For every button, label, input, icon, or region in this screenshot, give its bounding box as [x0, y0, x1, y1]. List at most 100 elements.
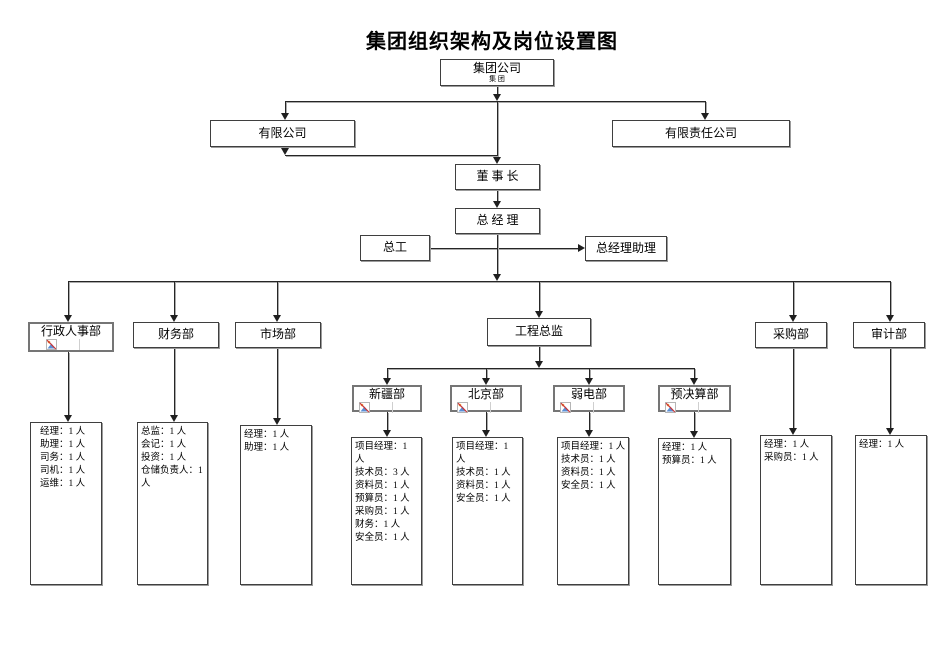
- staff-line: 司机：1 人: [40, 466, 86, 476]
- connector-line: [793, 348, 794, 430]
- connector-line: [486, 368, 487, 378]
- connector-line: [497, 101, 498, 157]
- staff-line: 会记：1 人: [141, 440, 187, 450]
- node-chairman[interactable]: 董 事 长: [455, 164, 540, 190]
- staff-line: 项目经理：1 人: [561, 442, 626, 452]
- staff-line: 助理：1 人: [40, 440, 86, 450]
- staff-box-finance[interactable]: 总监：1 人会记：1 人投资：1 人仓储负责人：1 人: [137, 422, 208, 585]
- staff-line: 总监：1 人: [141, 427, 187, 437]
- connector-line: [285, 101, 286, 113]
- arrowhead-down-icon: [64, 315, 72, 322]
- staff-box-audit[interactable]: 经理：1 人: [855, 435, 927, 585]
- staff-line: 技术员：3 人: [355, 468, 410, 478]
- arrowhead-down-icon: [535, 361, 543, 368]
- node-finance-dept[interactable]: 财务部: [133, 322, 219, 348]
- connector-line: [694, 368, 695, 378]
- node-beijing-dept[interactable]: 北京部: [450, 385, 522, 413]
- node-label: 采购部: [772, 327, 809, 342]
- staff-line: 司务：1 人: [40, 453, 86, 463]
- node-label: 行政人事部: [40, 324, 101, 338]
- connector-line: [539, 281, 540, 311]
- staff-line: 经理：1 人: [244, 430, 290, 440]
- arrowhead-down-icon: [482, 430, 490, 437]
- node-xinjiang-dept[interactable]: 新疆部: [352, 385, 422, 413]
- node-sublabel: 集 团: [489, 75, 505, 84]
- node-engineering-director[interactable]: 工程总监: [487, 318, 591, 346]
- node-weak-current-dept[interactable]: 弱电部: [553, 385, 625, 413]
- staff-line: 财务：1 人: [355, 520, 401, 530]
- connector-line: [285, 155, 497, 156]
- staff-line: 项目经理：1 人: [355, 442, 408, 465]
- arrowhead-down-icon: [482, 378, 490, 385]
- connector-line: [497, 86, 498, 94]
- staff-box-procurement[interactable]: 经理：1 人采购员：1 人: [760, 435, 832, 585]
- staff-line: 经理：1 人: [662, 443, 708, 453]
- arrowhead-down-icon: [273, 315, 281, 322]
- connector-line: [486, 412, 487, 430]
- staff-box-weak-current[interactable]: 项目经理：1 人技术员：1 人资料员：1 人安全员：1 人: [557, 437, 629, 585]
- staff-box-admin-hr[interactable]: 经理：1 人助理：1 人司务：1 人司机：1 人运维：1 人: [30, 422, 102, 585]
- empty-image-frame: [468, 401, 491, 413]
- node-chief-engineer[interactable]: 总工: [360, 235, 430, 261]
- connector-line: [68, 281, 890, 282]
- connector-line: [387, 412, 388, 430]
- node-limited-liability-company[interactable]: 有限责任公司: [612, 120, 790, 147]
- node-audit-dept[interactable]: 审计部: [853, 322, 925, 348]
- staff-line: 仓储负责人：1 人: [141, 466, 203, 489]
- connector-line: [539, 346, 540, 361]
- icon-row: [359, 401, 393, 413]
- connector-line: [285, 101, 705, 102]
- icon-row: [46, 338, 80, 350]
- arrowhead-down-icon: [281, 148, 289, 155]
- node-admin-hr-dept[interactable]: 行政人事部: [28, 322, 114, 352]
- staff-line: 经理：1 人: [859, 440, 905, 450]
- node-label: 集团公司: [472, 60, 521, 75]
- arrowhead-down-icon: [493, 157, 501, 164]
- staff-line: 安全员：1 人: [355, 533, 410, 543]
- node-marketing-dept[interactable]: 市场部: [235, 322, 321, 348]
- staff-line: 项目经理：1 人: [456, 442, 509, 465]
- staff-box-budget-final[interactable]: 经理：1 人预算员：1 人: [658, 438, 731, 585]
- broken-image-icon: [560, 401, 571, 413]
- empty-image-frame: [370, 401, 393, 413]
- arrowhead-down-icon: [585, 378, 593, 385]
- staff-box-marketing[interactable]: 经理：1 人助理：1 人: [240, 425, 312, 585]
- arrowhead-down-icon: [690, 378, 698, 385]
- arrowhead-down-icon: [281, 113, 289, 120]
- node-procurement-dept[interactable]: 采购部: [755, 322, 827, 348]
- staff-line: 安全员：1 人: [456, 494, 511, 504]
- node-label: 有限责任公司: [664, 125, 737, 140]
- staff-line: 预算员：1 人: [355, 494, 410, 504]
- connector-line: [387, 368, 694, 369]
- node-label: 工程总监: [514, 324, 563, 339]
- staff-box-beijing[interactable]: 项目经理：1 人技术员：1 人资料员：1 人安全员：1 人: [452, 437, 523, 585]
- staff-line: 助理：1 人: [244, 443, 290, 453]
- arrowhead-down-icon: [493, 94, 501, 101]
- node-label: 有限公司: [258, 125, 307, 140]
- node-limited-company[interactable]: 有限公司: [210, 120, 355, 147]
- node-label: 总工: [382, 240, 407, 255]
- arrowhead-down-icon: [64, 415, 72, 422]
- connector-line: [694, 412, 695, 431]
- connector-line: [589, 412, 590, 430]
- node-general-manager[interactable]: 总 经 理: [455, 208, 540, 234]
- node-label: 总经理助理: [595, 240, 656, 255]
- icon-row: [560, 401, 594, 413]
- connector-line: [890, 281, 891, 315]
- arrowhead-down-icon: [886, 315, 894, 322]
- node-label: 财务部: [157, 327, 194, 342]
- node-label: 审计部: [870, 327, 907, 342]
- connector-line: [497, 234, 498, 274]
- staff-line: 安全员：1 人: [561, 481, 616, 491]
- node-budget-final-dept[interactable]: 预决算部: [658, 385, 731, 413]
- connector-line: [497, 190, 498, 201]
- staff-line: 经理：1 人: [40, 427, 86, 437]
- staff-box-xinjiang[interactable]: 项目经理：1 人技术员：3 人资料员：1 人预算员：1 人采购员：1 人财务：1…: [351, 437, 422, 585]
- arrowhead-down-icon: [585, 430, 593, 437]
- node-gm-assistant[interactable]: 总经理助理: [585, 236, 667, 261]
- connector-line: [793, 281, 794, 315]
- staff-line: 采购员：1 人: [355, 507, 410, 517]
- node-group-company[interactable]: 集团公司 集 团: [440, 59, 554, 86]
- connector-line: [387, 368, 388, 378]
- arrowhead-down-icon: [535, 311, 543, 318]
